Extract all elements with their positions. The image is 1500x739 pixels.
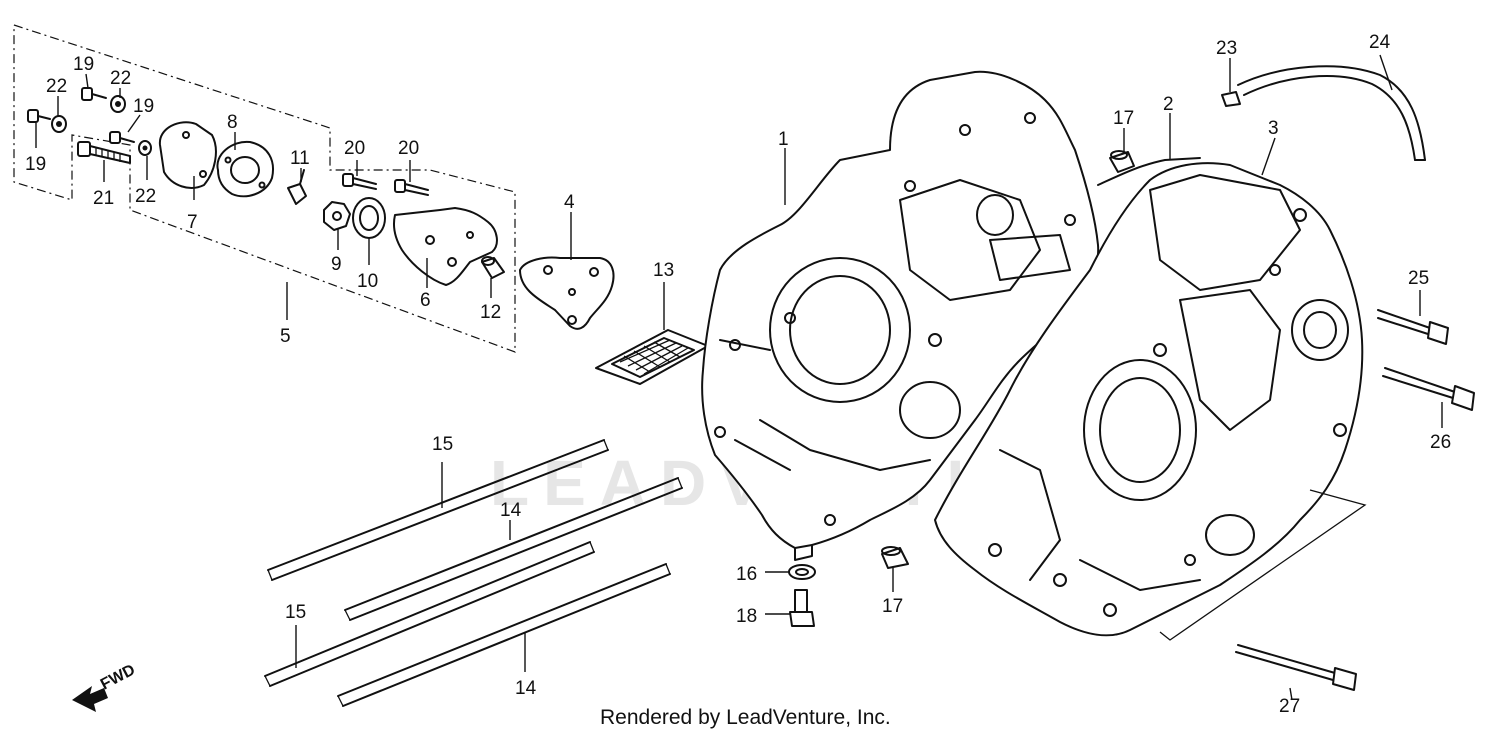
breather-nipple-23 bbox=[1221, 91, 1241, 107]
right-crankcase-3 bbox=[934, 162, 1367, 641]
dowel-17-top bbox=[1109, 150, 1135, 173]
callout-21: 21 bbox=[93, 188, 114, 209]
callout-9: 9 bbox=[331, 254, 342, 275]
callout-27: 27 bbox=[1279, 696, 1300, 717]
pump-body-6 bbox=[392, 207, 498, 286]
callout-2: 2 bbox=[1163, 94, 1174, 115]
washer-22-top bbox=[110, 95, 126, 113]
callout-20-left: 20 bbox=[344, 138, 365, 159]
callout-24: 24 bbox=[1369, 32, 1391, 53]
callout-22-left: 22 bbox=[46, 76, 67, 97]
stud-14-upper bbox=[344, 477, 683, 621]
pump-cover-7 bbox=[158, 121, 217, 189]
callout-22-mid: 22 bbox=[135, 186, 156, 207]
callout-12: 12 bbox=[480, 302, 501, 323]
callout-15-lower: 15 bbox=[285, 602, 306, 623]
bolt-20-right bbox=[394, 179, 429, 196]
callout-14-lower: 14 bbox=[515, 678, 537, 699]
callout-14-upper: 14 bbox=[500, 500, 522, 521]
callout-5: 5 bbox=[280, 326, 291, 347]
oil-pump-group-outline bbox=[13, 24, 516, 353]
stud-15-upper bbox=[267, 439, 609, 581]
callout-15-upper: 15 bbox=[432, 434, 453, 455]
callout-8: 8 bbox=[227, 112, 238, 133]
callout-13: 13 bbox=[653, 260, 674, 281]
footer-credit: Rendered by LeadVenture, Inc. bbox=[600, 706, 891, 729]
bolt-26 bbox=[1382, 367, 1475, 411]
drain-bolt-18 bbox=[789, 589, 815, 627]
inner-rotor-9 bbox=[323, 201, 351, 231]
pump-shaft-11 bbox=[287, 169, 307, 205]
bolt-27 bbox=[1235, 644, 1357, 691]
bolt-21 bbox=[77, 141, 131, 164]
bolt-25 bbox=[1377, 309, 1449, 345]
breather-tube-24 bbox=[1237, 65, 1426, 161]
stud-15-lower bbox=[264, 541, 595, 687]
callout-19-left: 19 bbox=[25, 154, 46, 175]
callout-11: 11 bbox=[290, 148, 310, 169]
washer-22-mid bbox=[138, 140, 152, 156]
callout-22-top: 22 bbox=[110, 68, 131, 89]
callout-26: 26 bbox=[1430, 432, 1451, 453]
case-gasket-2 bbox=[1097, 157, 1201, 186]
bolt-19-mid bbox=[109, 131, 135, 144]
forward-direction-indicator: FWD bbox=[72, 661, 138, 712]
bolt-20-left bbox=[342, 173, 377, 190]
callout-4: 4 bbox=[564, 192, 575, 213]
callout-25: 25 bbox=[1408, 268, 1429, 289]
outer-rotor-10 bbox=[352, 197, 386, 239]
oil-screen-13 bbox=[595, 329, 709, 385]
leader-lines bbox=[35, 54, 1443, 701]
callout-3: 3 bbox=[1268, 118, 1279, 139]
fwd-label: FWD bbox=[98, 661, 138, 693]
callout-6: 6 bbox=[420, 290, 431, 311]
callout-17-bottom: 17 bbox=[882, 596, 903, 617]
left-crankcase-1 bbox=[701, 70, 1100, 561]
dowel-pin-12 bbox=[481, 256, 505, 279]
callout-18: 18 bbox=[736, 606, 757, 627]
callout-7: 7 bbox=[187, 212, 198, 233]
callout-20-right: 20 bbox=[398, 138, 419, 159]
washer-22-left bbox=[51, 115, 67, 133]
bolt-19-top bbox=[81, 87, 107, 101]
forward-arrow-icon bbox=[72, 686, 108, 712]
gasket-4 bbox=[519, 256, 615, 330]
callout-19-mid: 19 bbox=[133, 96, 154, 117]
bolt-19-left bbox=[27, 109, 51, 123]
callout-10: 10 bbox=[357, 271, 378, 292]
callout-19-top: 19 bbox=[73, 54, 94, 75]
callout-16: 16 bbox=[736, 564, 757, 585]
washer-16 bbox=[788, 564, 816, 580]
callout-17-top: 17 bbox=[1113, 108, 1134, 129]
callout-1: 1 bbox=[778, 129, 789, 150]
callout-labels: 1 2 3 4 5 6 7 8 9 10 11 12 13 14 14 15 1… bbox=[25, 32, 1451, 717]
callout-23: 23 bbox=[1216, 38, 1237, 59]
dowel-17-bottom bbox=[881, 546, 909, 569]
gasket-8 bbox=[216, 140, 274, 198]
stud-14-lower bbox=[337, 563, 671, 707]
